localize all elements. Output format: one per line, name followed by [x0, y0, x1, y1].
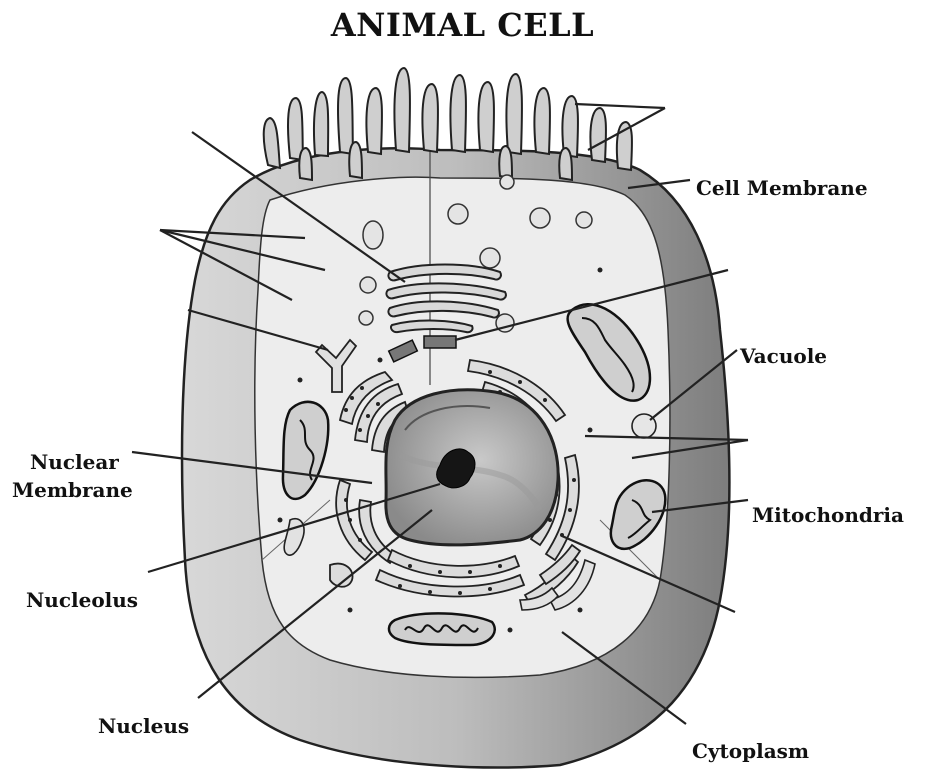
nucleus-label: Nucleus [98, 714, 189, 738]
nuclear-membrane-label-line1: Nuclear [30, 450, 119, 474]
nucleolus-label: Nucleolus [26, 588, 138, 612]
cytoplasm-label: Cytoplasm [692, 739, 809, 763]
mitochondria-label: Mitochondria [752, 503, 904, 527]
vacuole-label: Vacuole [740, 344, 827, 368]
nuclear-membrane-label-line2: Membrane [12, 478, 133, 502]
cell-membrane-label: Cell Membrane [696, 176, 868, 200]
